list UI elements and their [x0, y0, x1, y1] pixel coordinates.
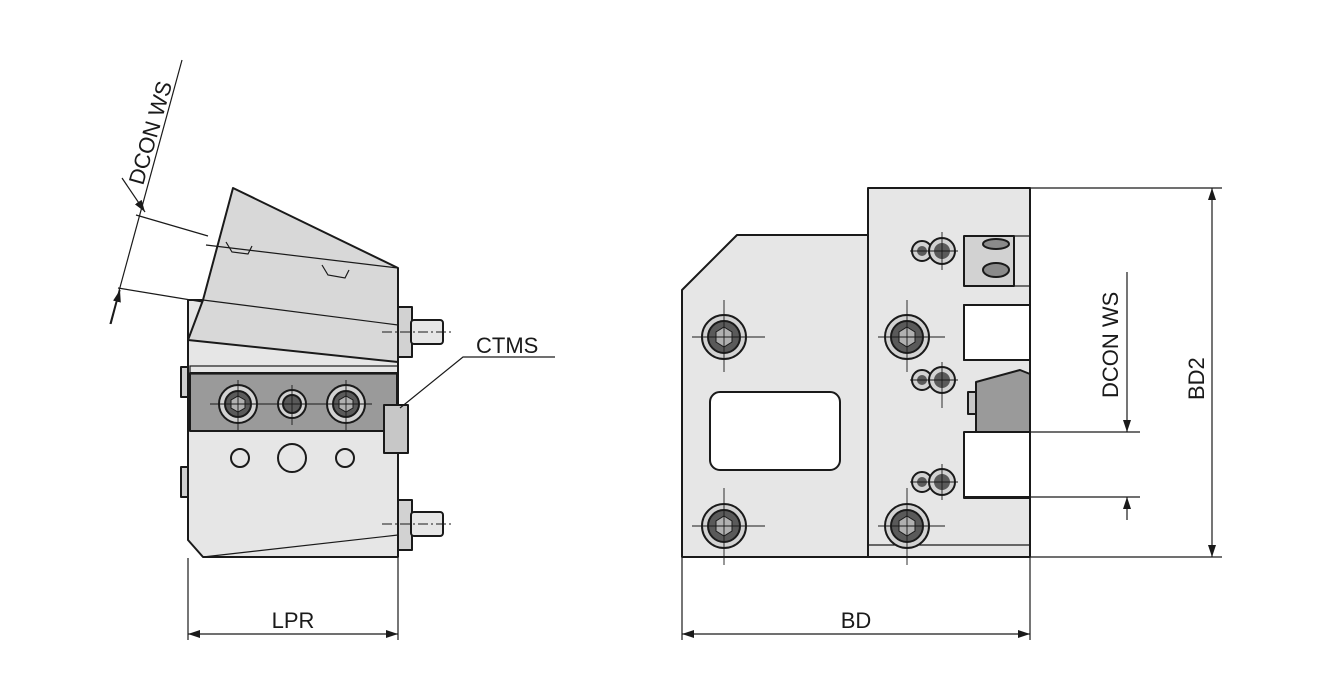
wedge-notch-1	[225, 241, 253, 255]
front-slot-outline	[963, 304, 1031, 361]
pocket-slot-2	[982, 262, 1010, 278]
front-view	[681, 187, 1222, 640]
wedge-lower-line	[202, 299, 399, 326]
label-bd2: BD2	[1184, 357, 1209, 400]
dcon-extension-1	[135, 214, 209, 237]
dcon-extension-2	[117, 287, 204, 303]
side-view-wedge	[187, 187, 399, 363]
hole-small-left	[230, 448, 250, 468]
hole-large-center	[277, 443, 307, 473]
label-left-dcon-ws: DCON WS	[124, 78, 177, 187]
side-view-bottom-taper	[202, 534, 399, 558]
label-ctms: CTMS	[476, 333, 538, 358]
side-block	[383, 404, 409, 454]
wedge-face-line	[205, 244, 399, 269]
hole-small-right	[335, 448, 355, 468]
front-window	[709, 391, 841, 471]
wedge-notch-2	[321, 264, 350, 279]
dcon-dimension-line	[109, 59, 183, 325]
dcon-arrow-top	[121, 177, 146, 213]
side-view	[109, 59, 555, 640]
front-slot-lower	[963, 431, 1031, 498]
pin-lower-base	[397, 499, 413, 551]
insert-tab	[967, 391, 977, 415]
pocket-slot-1	[982, 238, 1010, 250]
front-insert	[975, 369, 1031, 433]
ctms-leader	[399, 356, 555, 409]
upper-pocket-face	[1013, 235, 1031, 287]
label-right-dcon-ws: DCON WS	[1098, 292, 1123, 398]
label-bd: BD	[841, 608, 872, 633]
clamp-bar-face	[189, 365, 399, 375]
label-lpr: LPR	[272, 608, 315, 633]
dcon-arrow-bottom	[110, 289, 121, 325]
